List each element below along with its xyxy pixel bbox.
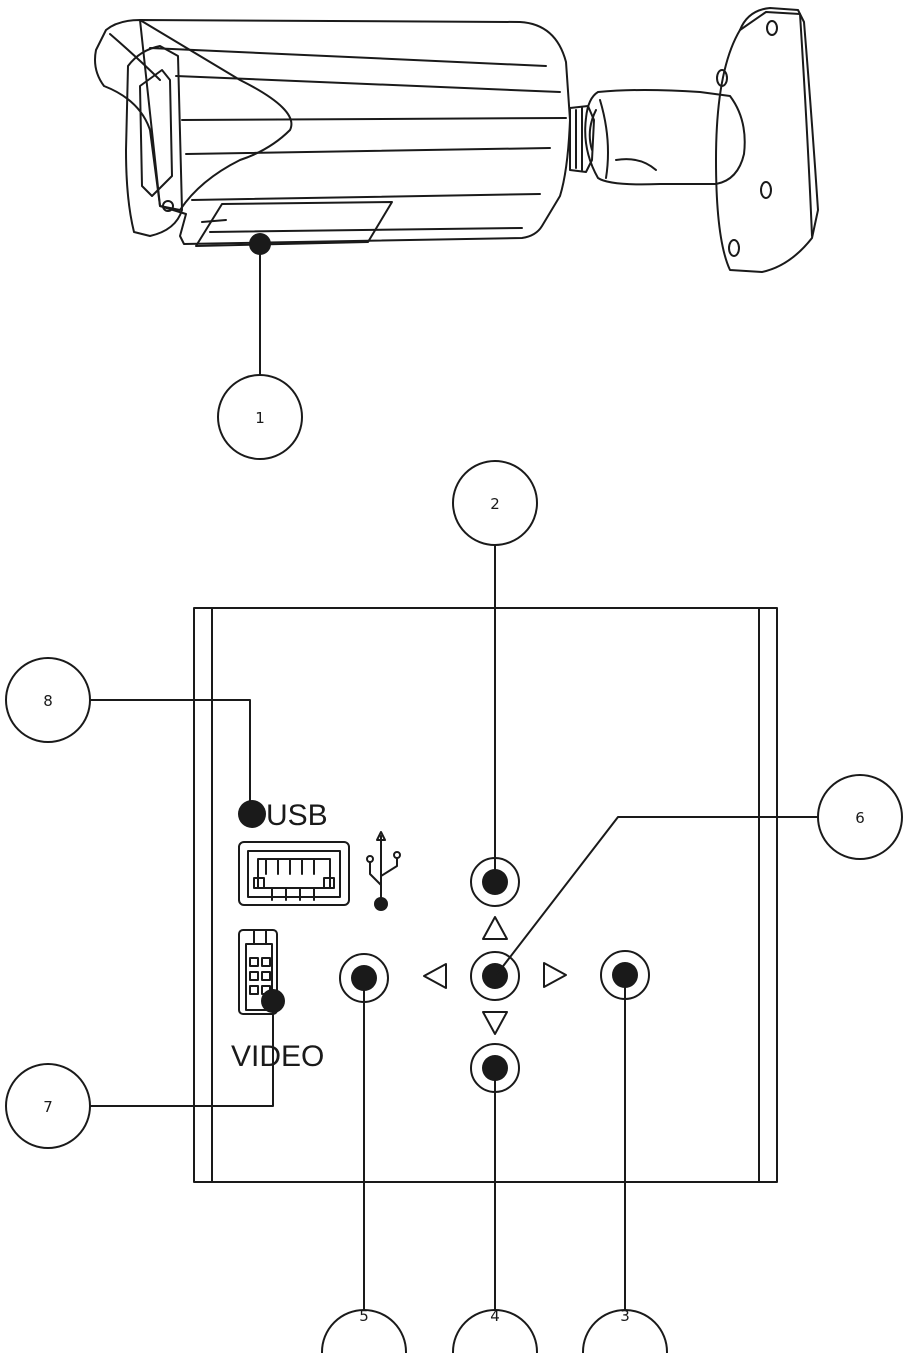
usb-port [238,841,350,906]
callout-circle-4 [452,1309,538,1353]
callout-circle-2 [452,460,538,546]
callout-circle-1 [217,374,303,460]
front-sensor [162,200,174,212]
front-glass [139,69,173,197]
camera-illustration [94,7,819,273]
callout-number-2: 2 [490,495,500,513]
bottom-hatch [195,201,393,247]
callout-number-6: 6 [855,809,865,827]
callout-number-1: 1 [255,409,265,427]
right-arrow-icon [543,962,567,988]
mount-plate-edge [739,11,813,237]
callout-7-point [261,989,285,1013]
usb-label: USB [266,799,328,832]
callout-6-leader [496,816,819,975]
mount-screw-hole [766,20,778,36]
callout-circle-7 [5,1063,91,1149]
usb-symbol-icon [366,831,401,911]
callout-number-3: 3 [620,1307,630,1325]
mount-screw-hole [760,181,772,199]
center-button[interactable] [470,951,520,1001]
video-connector [238,929,278,1015]
callout-number-4: 4 [490,1307,500,1325]
mount-screw-hole [728,239,740,257]
callout-1-point [249,233,271,255]
mount-plate [715,7,819,273]
video-label: VIDEO [231,1040,324,1073]
sunshade-visor [94,19,293,211]
bracket-ring [569,105,595,173]
panel-outline [193,607,778,1183]
callout-circle-8 [5,657,91,743]
callout-number-7: 7 [43,1098,53,1116]
control-panel [193,607,778,1183]
front-bezel [125,45,183,237]
left-arrow-icon [423,963,447,989]
camera-housing [139,19,571,245]
callout-circle-5 [321,1309,407,1353]
mount-screw-hole [716,69,728,87]
callout-circle-6 [817,774,903,860]
down-arrow-icon [482,1011,508,1035]
callout-8-leader [89,699,251,805]
callout-7-leader [89,1009,274,1107]
callout-circle-3 [582,1309,668,1353]
callout-8-point [238,800,266,828]
callout-number-8: 8 [43,692,53,710]
callout-number-5: 5 [359,1307,369,1325]
up-arrow-icon [482,916,508,940]
bracket-arm [584,89,746,186]
